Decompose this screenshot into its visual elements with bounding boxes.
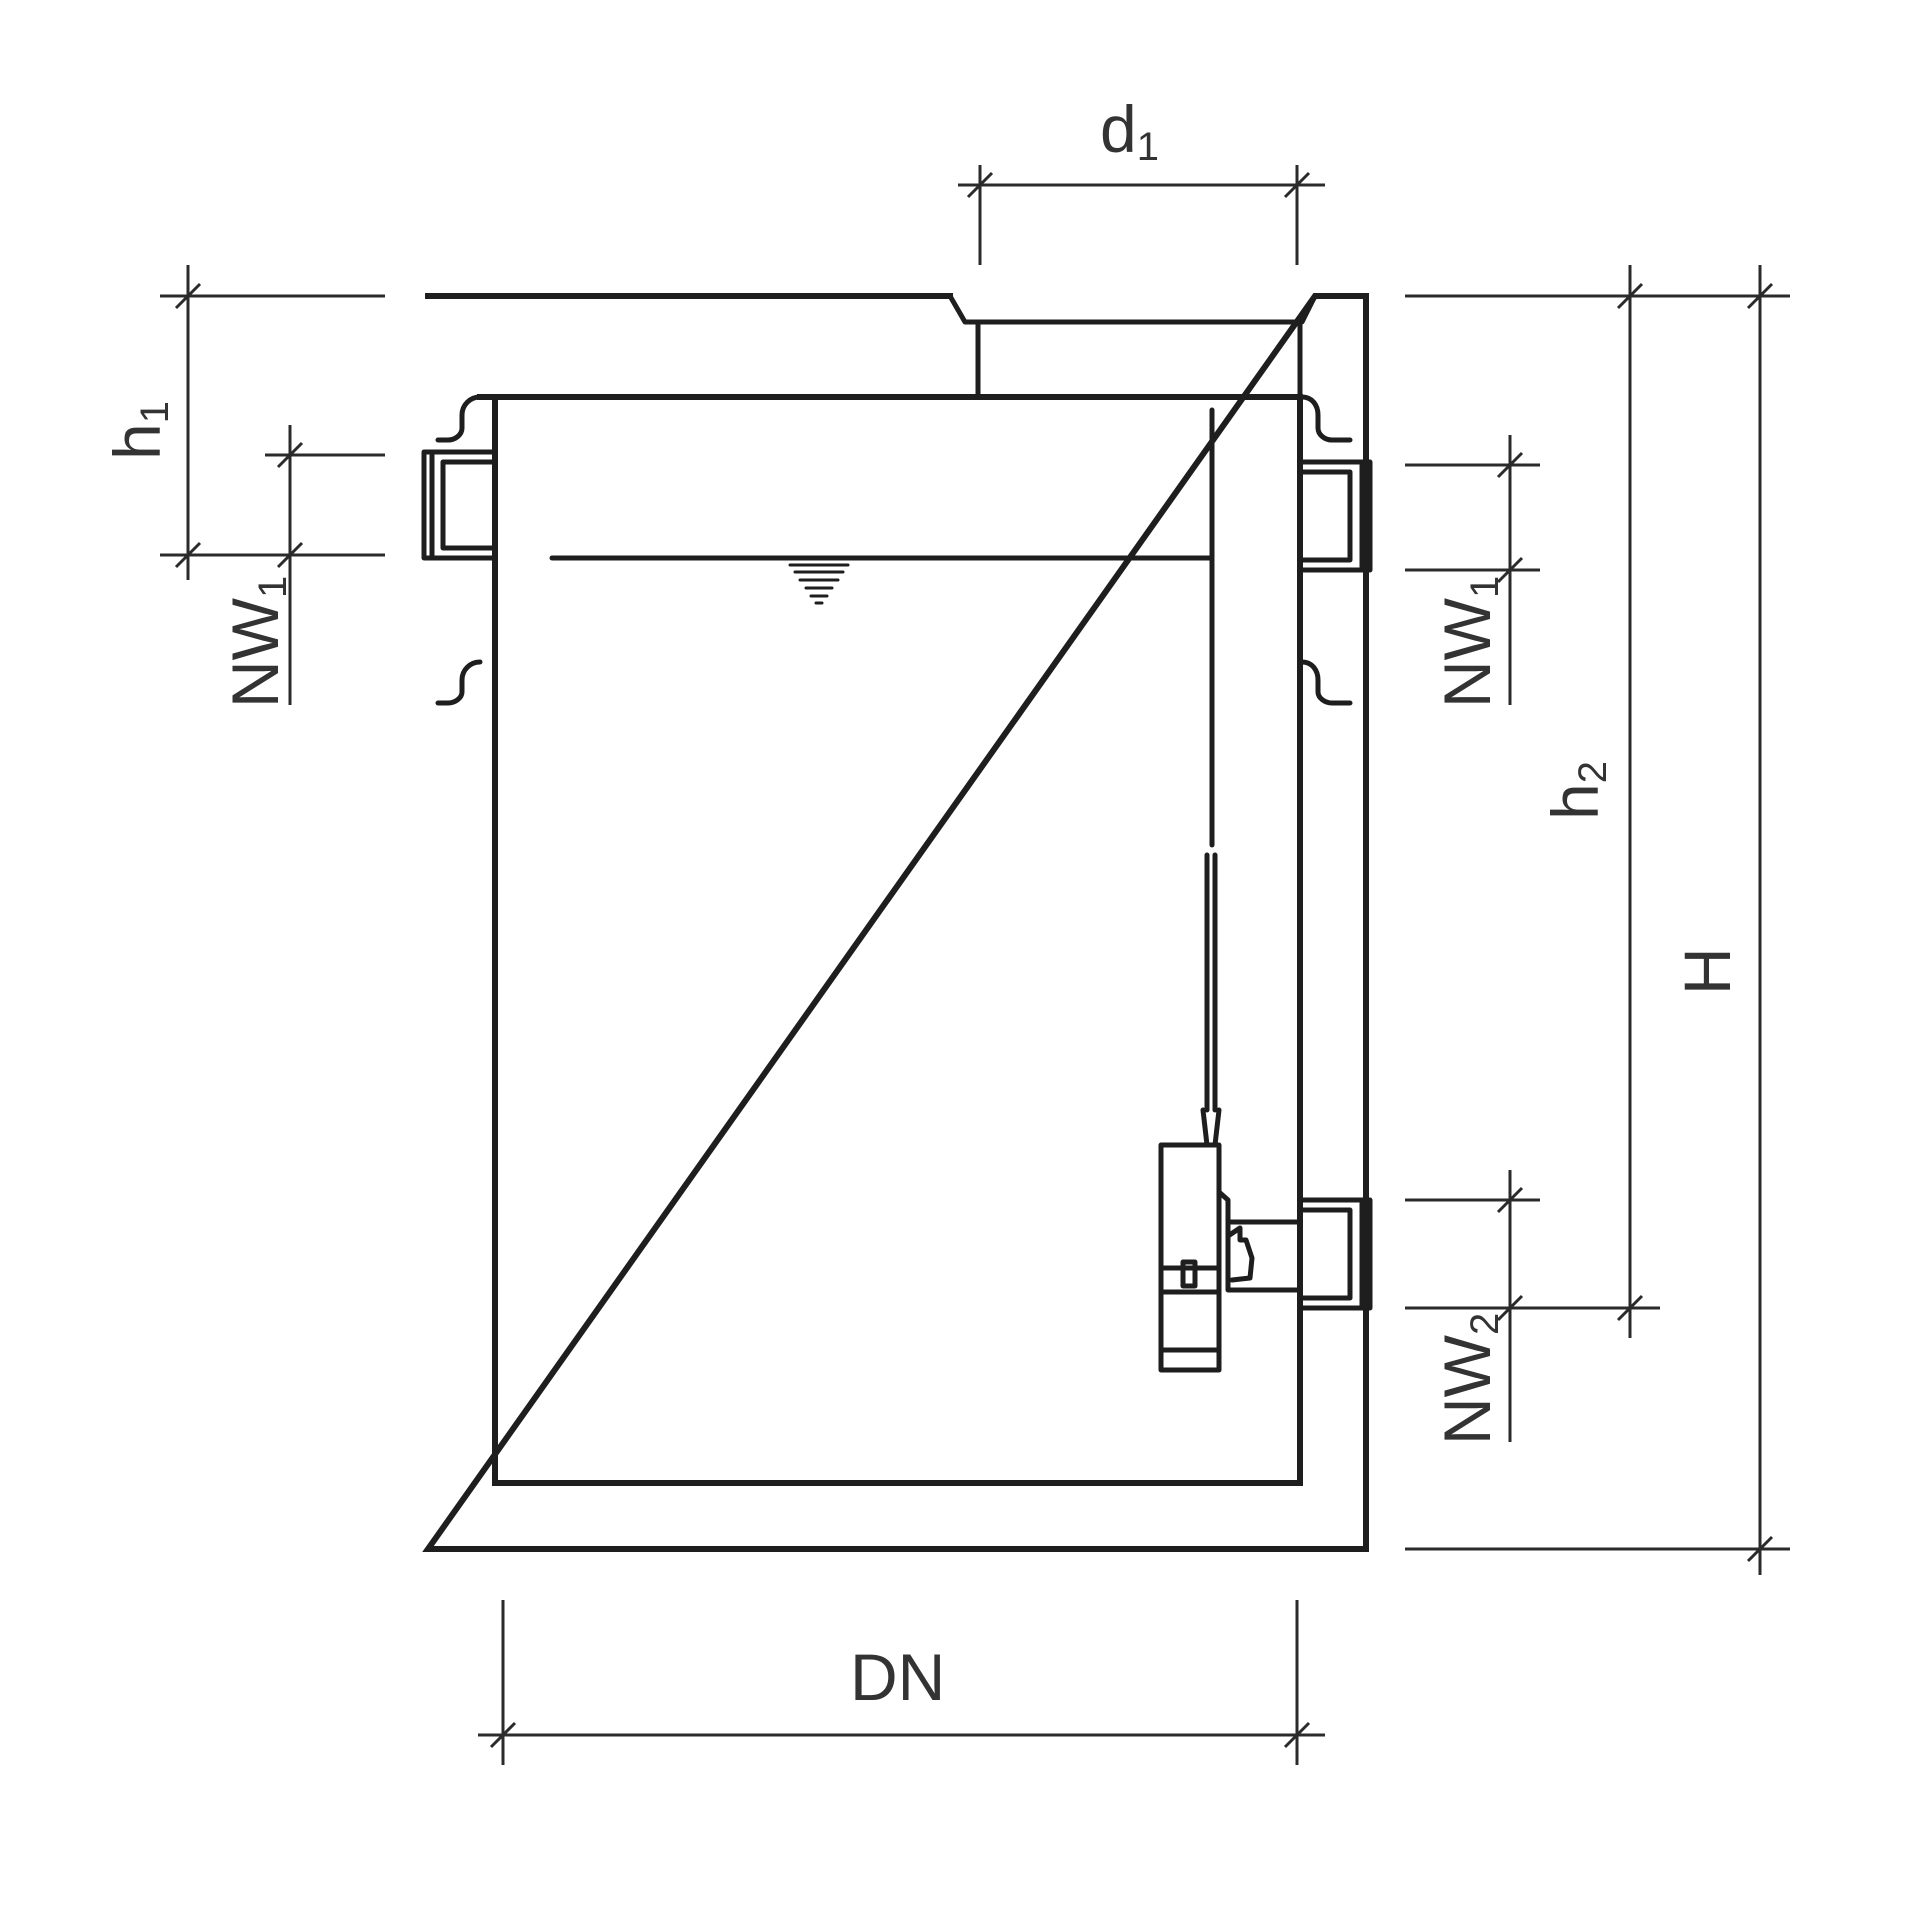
water-level-symbol <box>788 563 850 605</box>
dimension-d1-label: d <box>1100 92 1137 166</box>
dimension-H: H <box>1405 265 1790 1575</box>
left-seal-upper <box>435 394 483 443</box>
dimension-nw1-left-subscript: 1 <box>251 576 295 598</box>
dimension-DN: DN <box>478 1600 1325 1765</box>
dimension-h2-label: h <box>1538 783 1612 820</box>
svg-text:h2: h2 <box>1538 761 1615 820</box>
dimension-h2-subscript: 2 <box>1571 761 1615 783</box>
svg-text:NW2: NW2 <box>1430 1313 1507 1445</box>
dimension-nw2-subscript: 2 <box>1463 1313 1507 1335</box>
svg-text:d1: d1 <box>1100 92 1159 169</box>
float-rod <box>1200 407 1222 1148</box>
dimension-nw2: NW2 <box>1405 1170 1540 1445</box>
dimension-h1-label: h <box>100 423 174 460</box>
left-seal-lower <box>435 659 483 706</box>
dimension-h2: h2 <box>1405 265 1790 1338</box>
svg-text:NW1: NW1 <box>218 576 295 708</box>
inner-shaft-wall <box>477 394 1303 1486</box>
outer-shaft-wall <box>422 293 1369 1552</box>
svg-text:NW1: NW1 <box>1430 576 1507 708</box>
dimension-H-label: H <box>1670 947 1744 995</box>
dimension-nw1-right-label: NW <box>1430 597 1504 708</box>
dimension-nw2-label: NW <box>1430 1334 1504 1445</box>
dimension-nw1-left-label: NW <box>218 597 292 708</box>
svg-text:h1: h1 <box>100 401 177 460</box>
dimension-nw1-right: NW1 <box>1405 435 1540 708</box>
dimension-nw1-right-subscript: 1 <box>1463 576 1507 598</box>
left-inlet-nw1 <box>421 449 498 561</box>
cover-opening <box>947 293 1318 400</box>
right-inlet-nw1 <box>1297 459 1373 573</box>
right-seal-upper <box>1299 394 1353 443</box>
dimension-d1-subscript: 1 <box>1137 125 1159 169</box>
dimension-nw1-left: NW1 <box>218 425 385 708</box>
dimension-d1: d1 <box>958 92 1325 265</box>
right-outlet-nw2 <box>1297 1197 1373 1311</box>
dimension-DN-label: DN <box>850 1640 945 1714</box>
dimension-h1-subscript: 1 <box>133 401 177 423</box>
right-seal-lower <box>1299 659 1353 706</box>
backflow-valve <box>1158 1142 1303 1373</box>
dimension-h1: h1 <box>100 265 385 580</box>
